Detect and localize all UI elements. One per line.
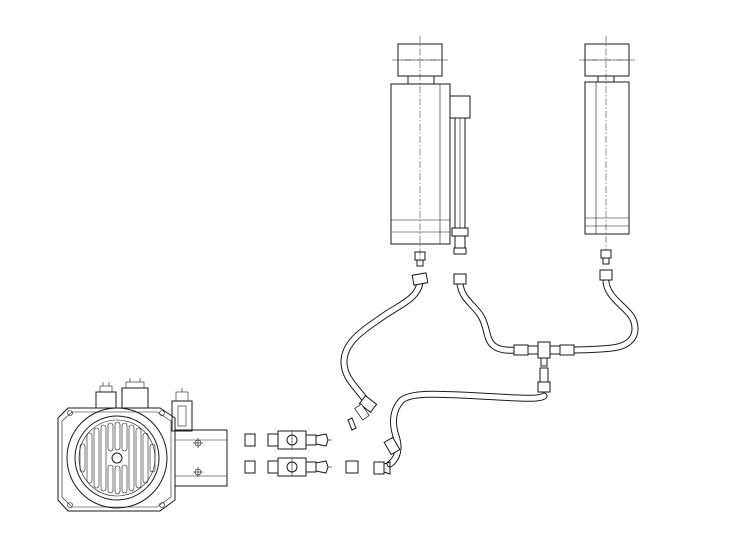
valve-upper <box>244 430 332 450</box>
valve-lower <box>244 457 359 477</box>
tee-fitting <box>527 341 561 393</box>
pump-unit <box>57 378 228 512</box>
hose-return <box>453 273 529 356</box>
cylinder-right <box>579 36 635 265</box>
hose-feed <box>373 390 548 475</box>
hose-right-cylinder <box>559 269 639 356</box>
hose-left-cylinder <box>340 272 429 431</box>
cylinder-left <box>390 36 471 267</box>
